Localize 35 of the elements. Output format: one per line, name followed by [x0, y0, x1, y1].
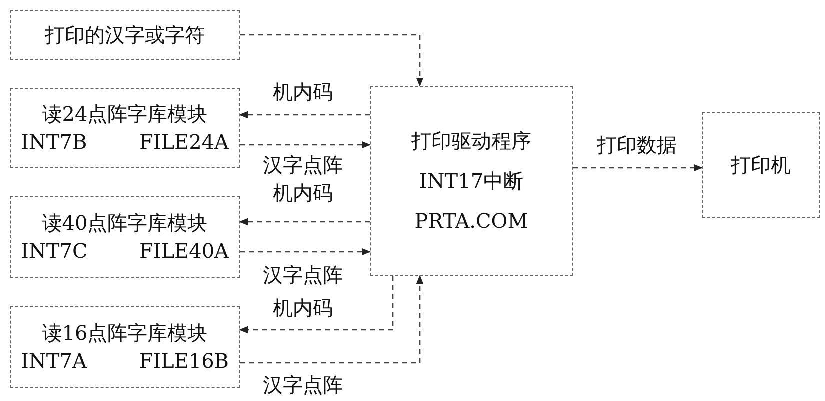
module-code: FILE24A — [139, 129, 229, 155]
edge-label: 机内码 — [272, 297, 334, 319]
arrow — [240, 248, 371, 256]
process-box — [10, 10, 240, 60]
arrow — [240, 34, 424, 87]
arrow — [573, 164, 703, 172]
module-code: INT7B — [21, 129, 88, 155]
edge-label: 机内码 — [272, 81, 334, 103]
edge-label: 汉字点阵 — [262, 264, 344, 286]
box-text: PRTA.COM — [414, 208, 528, 234]
arrow — [239, 111, 370, 119]
module-code: FILE16B — [139, 348, 229, 374]
box-text: INT17中断 — [419, 168, 524, 194]
box-text: 打印机 — [731, 152, 791, 178]
module-title: 读40点阵字库模块 — [42, 210, 208, 236]
edge-label: 机内码 — [272, 182, 334, 204]
edge-label: 汉字点阵 — [262, 154, 344, 176]
arrow — [240, 141, 371, 149]
process-box — [370, 86, 573, 276]
edge-label: 汉字点阵 — [262, 374, 344, 396]
edge-label: 打印数据 — [596, 134, 678, 156]
process-box — [702, 112, 820, 218]
module-code: FILE40A — [139, 238, 229, 264]
box-text: 打印的汉字或字符 — [45, 22, 205, 48]
arrow — [239, 218, 370, 226]
arrow — [240, 275, 424, 364]
module-box — [10, 306, 240, 388]
module-box — [10, 196, 240, 278]
arrow — [239, 276, 394, 334]
module-title: 读16点阵字库模块 — [42, 320, 208, 346]
module-box — [10, 88, 240, 168]
module-title: 读24点阵字库模块 — [42, 101, 208, 127]
box-text: 打印驱动程序 — [412, 128, 532, 154]
module-code: INT7C — [21, 238, 88, 264]
module-code: INT7A — [21, 348, 87, 374]
